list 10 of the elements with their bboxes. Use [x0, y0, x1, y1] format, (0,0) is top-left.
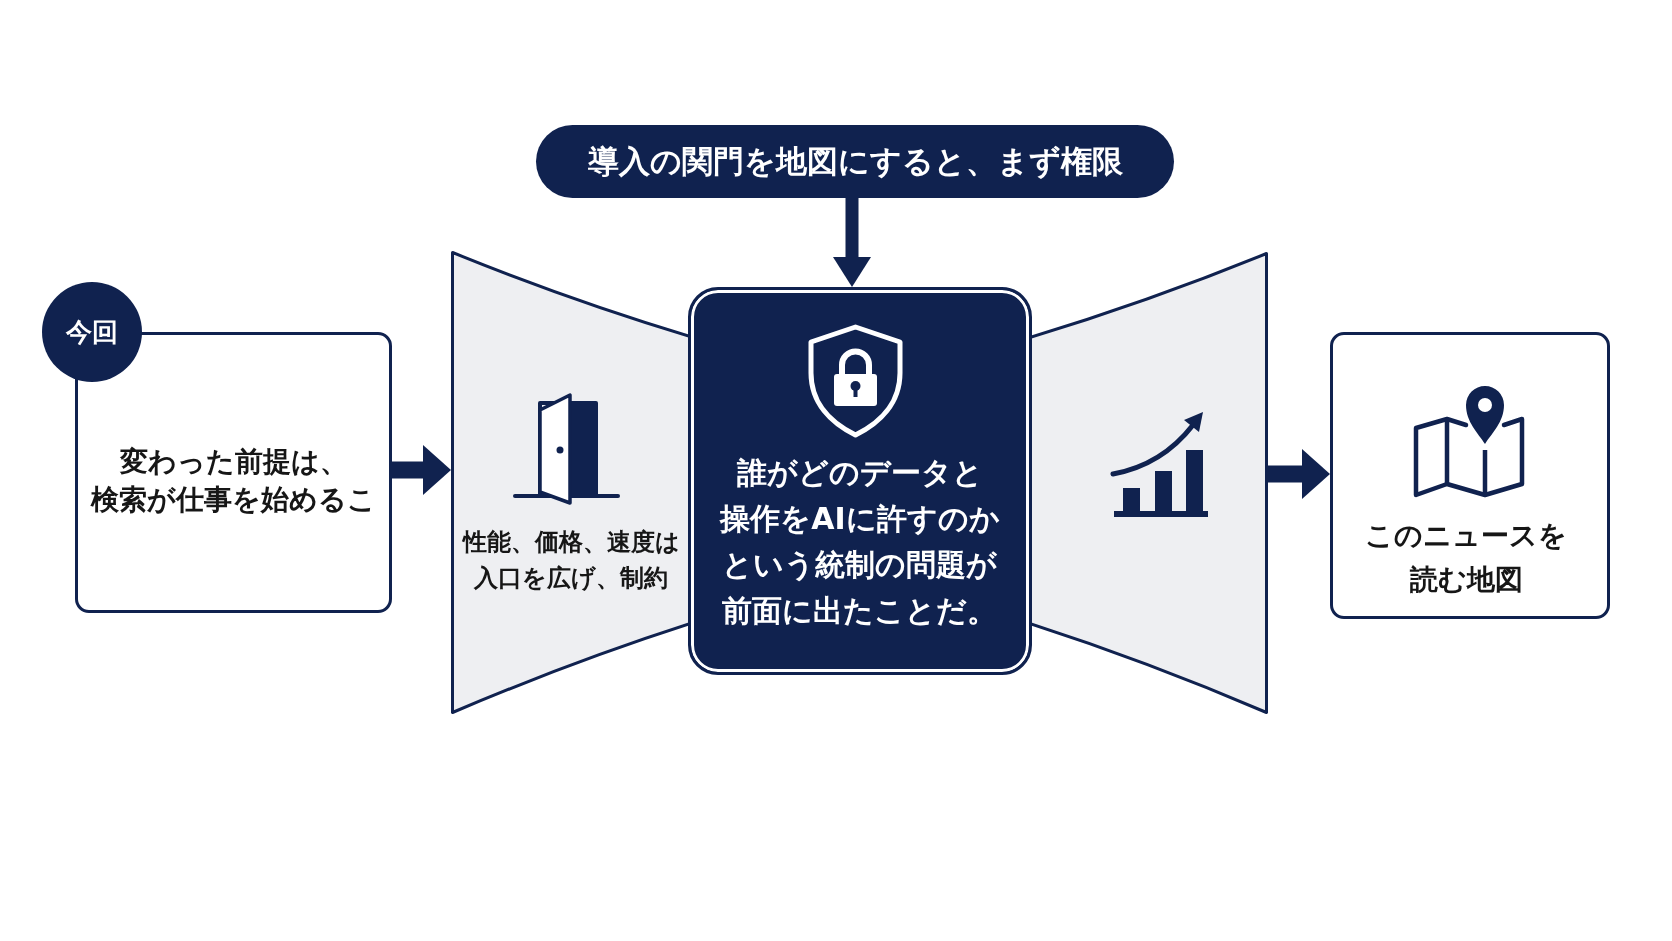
- label-text: 性能、価格、速度は入口を広げ、制約: [462, 527, 680, 594]
- process-box: [1330, 332, 1610, 619]
- arrow: [833, 198, 871, 287]
- arrow: [1268, 449, 1330, 499]
- arrow: [392, 445, 451, 495]
- title-banner: 導入の関門を地図にすると、まず権限: [536, 125, 1174, 198]
- label-text: 誰がどのデータと操作をAIに許すのかという統制の問題が前面に出たことだ。: [720, 454, 1000, 630]
- circle-badge: 今回: [42, 282, 142, 382]
- process-box: [688, 287, 1032, 675]
- label-text: このニュースを読む地図: [1365, 518, 1567, 598]
